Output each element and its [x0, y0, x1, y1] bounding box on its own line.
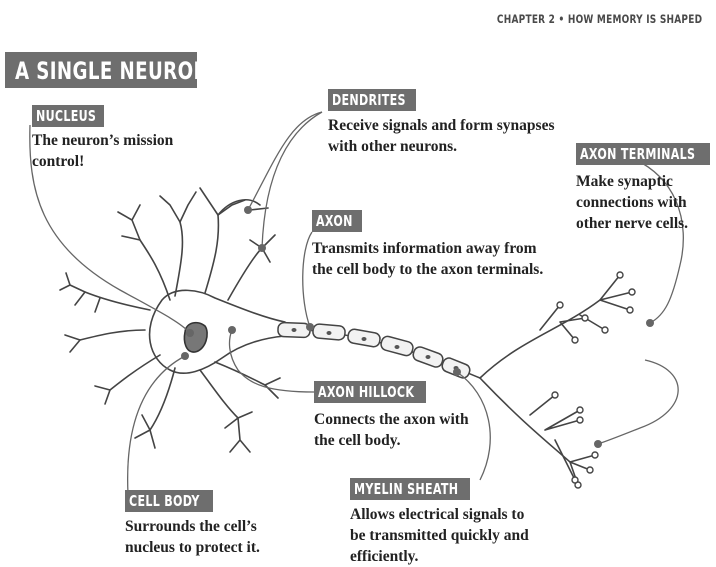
cell-body-tag: CELL BODY: [125, 490, 213, 512]
nucleus-tag: NUCLEUS: [32, 105, 104, 127]
dendrites-tag: DENDRITES: [328, 89, 416, 111]
axon-tag: AXON: [312, 210, 362, 232]
axon-terminals-tag-label: AXON TERMINALS: [580, 145, 695, 163]
axon-hillock-tag: AXON HILLOCK: [314, 381, 426, 403]
myelin-sheath-tag-label: MYELIN SHEATH: [354, 480, 458, 498]
myelin-sheath-description: Allows electrical signals to be transmit…: [350, 504, 540, 567]
cell-body-shape: [150, 290, 285, 373]
myelin-sheath-tag: MYELIN SHEATH: [350, 478, 470, 500]
dendrites-description: Receive signals and form synapses with o…: [328, 115, 568, 157]
dendrites-tag-label: DENDRITES: [332, 91, 406, 109]
axon-terminals-description: Make synaptic connections with other ner…: [576, 171, 714, 234]
axon-tag-label: AXON: [316, 212, 353, 230]
nucleus-shape: [184, 323, 207, 352]
nucleus-description: The neuron’s mission control!: [32, 130, 192, 172]
cell-body-tag-label: CELL BODY: [129, 492, 200, 510]
axon-hillock-tag-label: AXON HILLOCK: [318, 383, 414, 401]
axon-terminals-tag: AXON TERMINALS: [576, 143, 710, 165]
axon-description: Transmits information away from the cell…: [312, 238, 547, 280]
axon-hillock-description: Connects the axon with the cell body.: [314, 409, 474, 451]
nucleus-tag-label: NUCLEUS: [36, 107, 96, 125]
cell-body-description: Surrounds the cell’s nucleus to protect …: [125, 516, 295, 558]
